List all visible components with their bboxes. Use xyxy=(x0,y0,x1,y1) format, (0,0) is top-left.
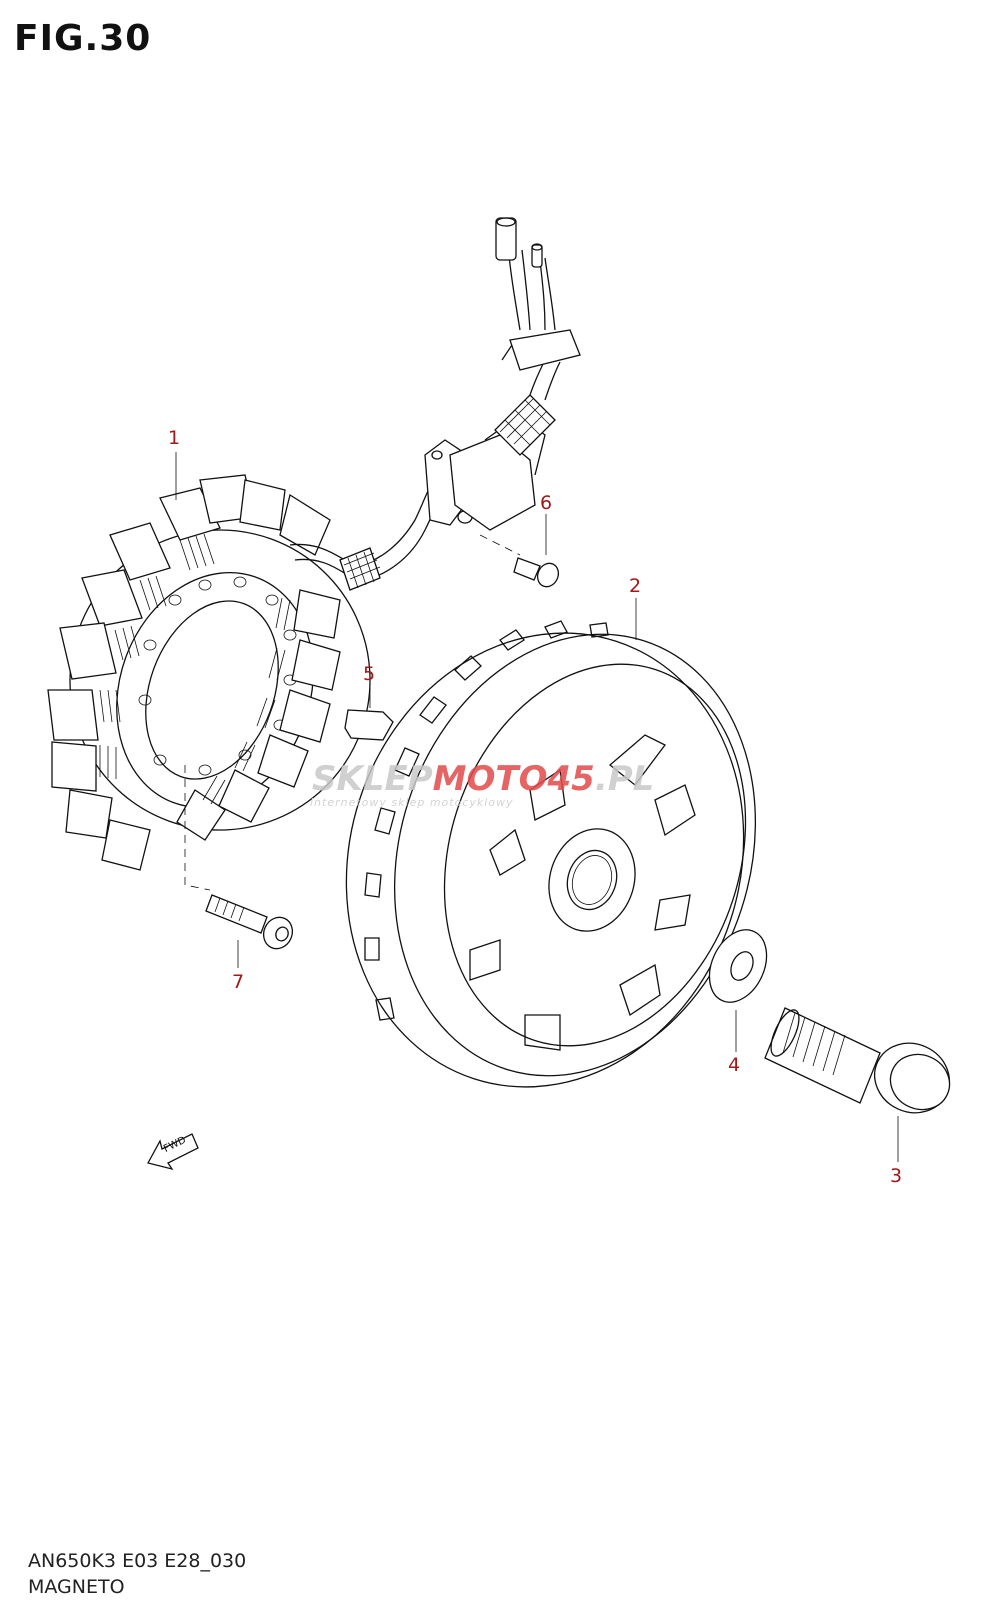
woodruff-key-part[interactable] xyxy=(344,709,394,741)
watermark-part2: MOTO xyxy=(433,759,548,799)
flywheel-rotor-part[interactable] xyxy=(288,581,810,1139)
fwd-direction-arrow-icon: FWD xyxy=(147,1133,199,1171)
watermark-part4: .PL xyxy=(595,759,655,799)
footer-code: AN650K3 E03 E28_030 xyxy=(28,1550,247,1572)
callout-2: 2 xyxy=(629,575,641,597)
watermark-part3: 45 xyxy=(547,759,595,799)
flywheel-bolt-part[interactable] xyxy=(764,1006,961,1125)
watermark-tagline: internetowy sklep motocyklowy xyxy=(310,796,514,809)
callout-1: 1 xyxy=(168,427,180,449)
washer-part[interactable] xyxy=(698,921,777,1012)
assembly-lines xyxy=(184,534,521,891)
callout-6: 6 xyxy=(540,492,552,514)
watermark: SKLEPMOTO45.PL internetowy sklep motocyk… xyxy=(310,759,654,809)
watermark-part1: SKLEP xyxy=(312,759,433,799)
callout-7: 7 xyxy=(232,971,244,993)
footer-name: MAGNETO xyxy=(28,1576,125,1598)
leader-lines xyxy=(175,452,899,1162)
connector-screw-part[interactable] xyxy=(513,557,562,590)
callout-4: 4 xyxy=(728,1054,740,1076)
stator-part[interactable] xyxy=(21,217,581,879)
svg-text:SKLEPMOTO45.PL: SKLEPMOTO45.PL xyxy=(312,759,654,799)
stator-bolt-part[interactable] xyxy=(205,894,297,953)
callout-3: 3 xyxy=(890,1165,902,1187)
figure-title: FIG.30 xyxy=(14,18,152,59)
callout-5: 5 xyxy=(363,663,375,685)
